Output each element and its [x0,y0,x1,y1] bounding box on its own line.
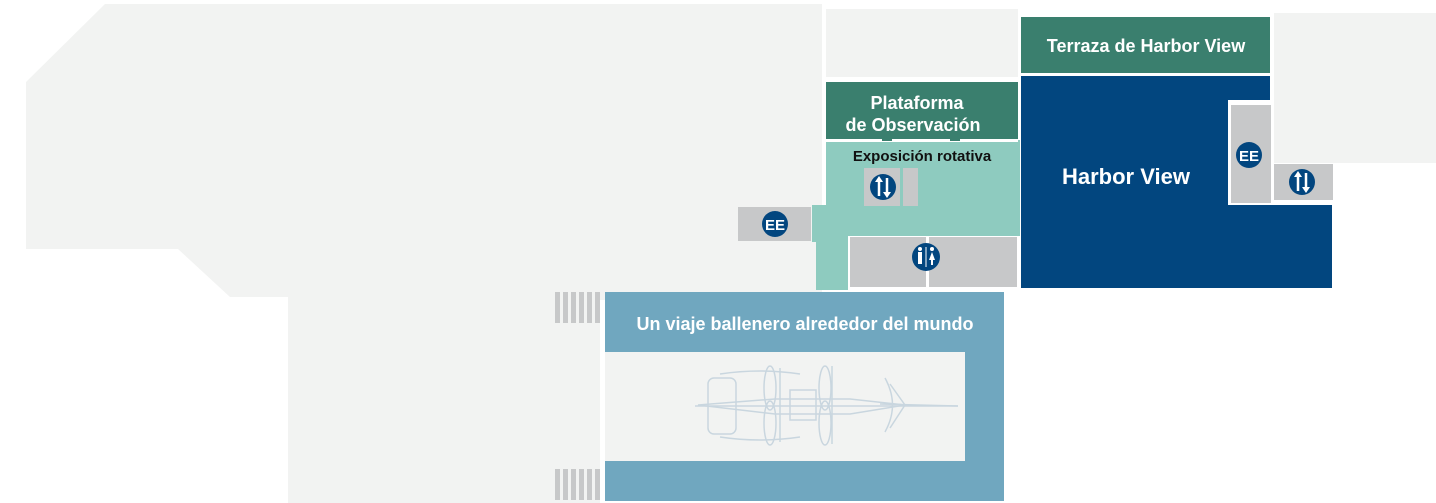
whaling-exhibit-label: Un viaje ballenero alrededor del mundo [636,314,973,334]
whaling-exhibit[interactable]: Un viaje ballenero alrededor del mundo [605,292,1004,501]
stair-steps-icon [555,292,600,323]
elevator-icon-right[interactable]: EE [1236,142,1262,168]
up-down-arrows-icon[interactable] [1289,169,1315,195]
harbor-view-terrace[interactable]: Terraza de Harbor View [1021,17,1270,76]
floor-area-right [1274,13,1436,163]
whaling-ship-model-icon [695,365,959,446]
elevator-icon-left[interactable]: EE [762,211,788,237]
terrace-label: Terraza de Harbor View [1047,36,1246,56]
floor-area-upper-center [826,9,1018,77]
restroom-room-b [929,237,1017,287]
observation-platform-label-line1: Plataforma [870,93,964,113]
observation-platform[interactable]: Plataforma de Observación [826,82,1018,142]
restroom-icon[interactable] [912,243,940,271]
stair-steps-icon [555,469,600,500]
stair-room-left-b [903,168,918,206]
elevator-icon-left-text: EE [765,217,785,234]
harbor-view-label: Harbor View [1062,164,1191,189]
harbor-view-hall[interactable]: Harbor View [1021,76,1332,288]
elevator-icon-right-text: EE [1239,148,1259,165]
observation-platform-label-line2: de Observación [845,115,980,135]
up-down-arrows-icon[interactable] [870,174,896,200]
rotating-exhibition-label: Exposición rotativa [853,148,992,165]
floor-area [26,4,822,503]
